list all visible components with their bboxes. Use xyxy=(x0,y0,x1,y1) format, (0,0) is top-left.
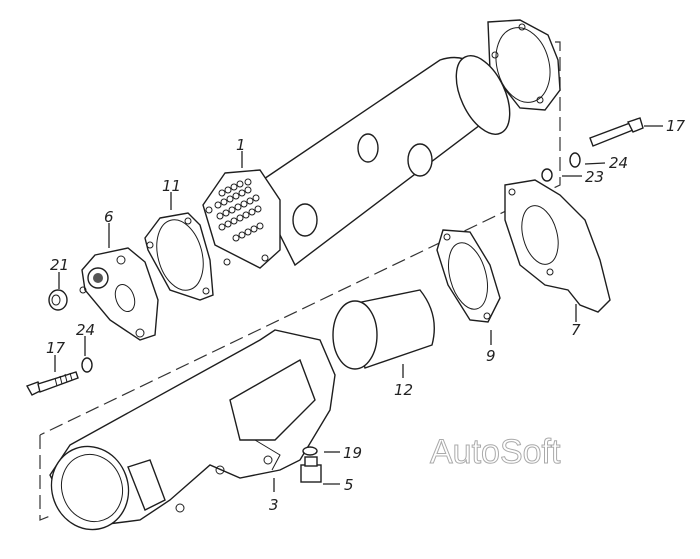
callout-23: 23 xyxy=(585,168,604,186)
plug-5 xyxy=(300,456,322,483)
callout-24-right: 24 xyxy=(609,154,628,172)
small-pin xyxy=(223,258,231,266)
callout-7: 7 xyxy=(571,321,581,339)
bolt-17-right xyxy=(589,117,644,147)
nut-21 xyxy=(48,289,68,311)
cylinder-12 xyxy=(332,289,435,370)
callout-21: 21 xyxy=(50,256,69,274)
callout-17-left: 17 xyxy=(46,339,66,357)
callout-9: 9 xyxy=(486,347,496,365)
washer-24-left xyxy=(81,357,93,373)
o-ring-19 xyxy=(302,446,318,456)
callout-6: 6 xyxy=(104,208,114,226)
washer-23 xyxy=(541,168,553,182)
bracket-7 xyxy=(504,179,611,313)
leader-lines xyxy=(54,125,663,492)
callout-24-left: 24 xyxy=(76,321,95,339)
gasket-11 xyxy=(144,212,214,301)
callout-11: 11 xyxy=(162,177,181,195)
cover-6 xyxy=(79,247,159,341)
callout-3: 3 xyxy=(269,496,279,514)
callout-12: 12 xyxy=(394,381,413,399)
callout-1: 1 xyxy=(236,136,246,154)
gasket-9 xyxy=(436,229,501,323)
watermark: AutoSoft xyxy=(429,433,561,472)
washer-24-right xyxy=(569,152,581,168)
assembly-axis-upper xyxy=(39,41,561,436)
gasket-top-right xyxy=(487,19,561,111)
callout-5: 5 xyxy=(344,476,354,494)
assembly-axis-lower xyxy=(39,435,51,521)
heat-exchanger-core xyxy=(202,55,511,269)
callout-19: 19 xyxy=(343,444,362,462)
housing-3 xyxy=(49,329,336,531)
bolt-17-left xyxy=(25,371,79,396)
callout-17-right: 17 xyxy=(666,117,686,135)
